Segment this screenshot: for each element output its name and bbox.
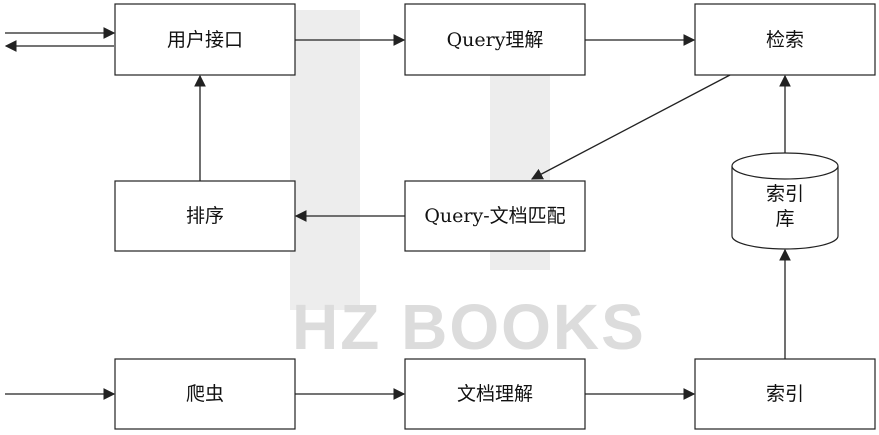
watermark-stripe-left	[290, 10, 360, 310]
node-indexing-label: 索引	[766, 383, 804, 405]
node-ranking-label: 排序	[186, 205, 224, 227]
node-index-database-label-line1: 索引	[766, 183, 804, 205]
node-query-understanding: Query理解	[404, 3, 586, 76]
node-index-database: 索引 库	[731, 152, 839, 250]
node-retrieval: 检索	[694, 3, 876, 76]
node-user-interface: 用户接口	[114, 3, 296, 76]
node-indexing: 索引	[694, 358, 876, 430]
node-crawler: 爬虫	[114, 358, 296, 430]
edge-retrieval-to-query-doc-match	[530, 74, 731, 180]
node-query-doc-match-label: Query-文档匹配	[424, 205, 565, 227]
node-user-interface-label: 用户接口	[167, 29, 243, 51]
node-retrieval-label: 检索	[766, 29, 804, 51]
node-query-understanding-label: Query理解	[447, 29, 544, 51]
node-doc-understanding-label: 文档理解	[457, 383, 533, 405]
node-ranking: 排序	[114, 180, 296, 252]
node-index-database-label-line2: 库	[775, 208, 794, 230]
node-doc-understanding: 文档理解	[404, 358, 586, 430]
node-crawler-label: 爬虫	[186, 383, 224, 405]
watermark-text: HZ BOOKS	[292, 291, 646, 363]
node-query-doc-match: Query-文档匹配	[404, 180, 586, 252]
